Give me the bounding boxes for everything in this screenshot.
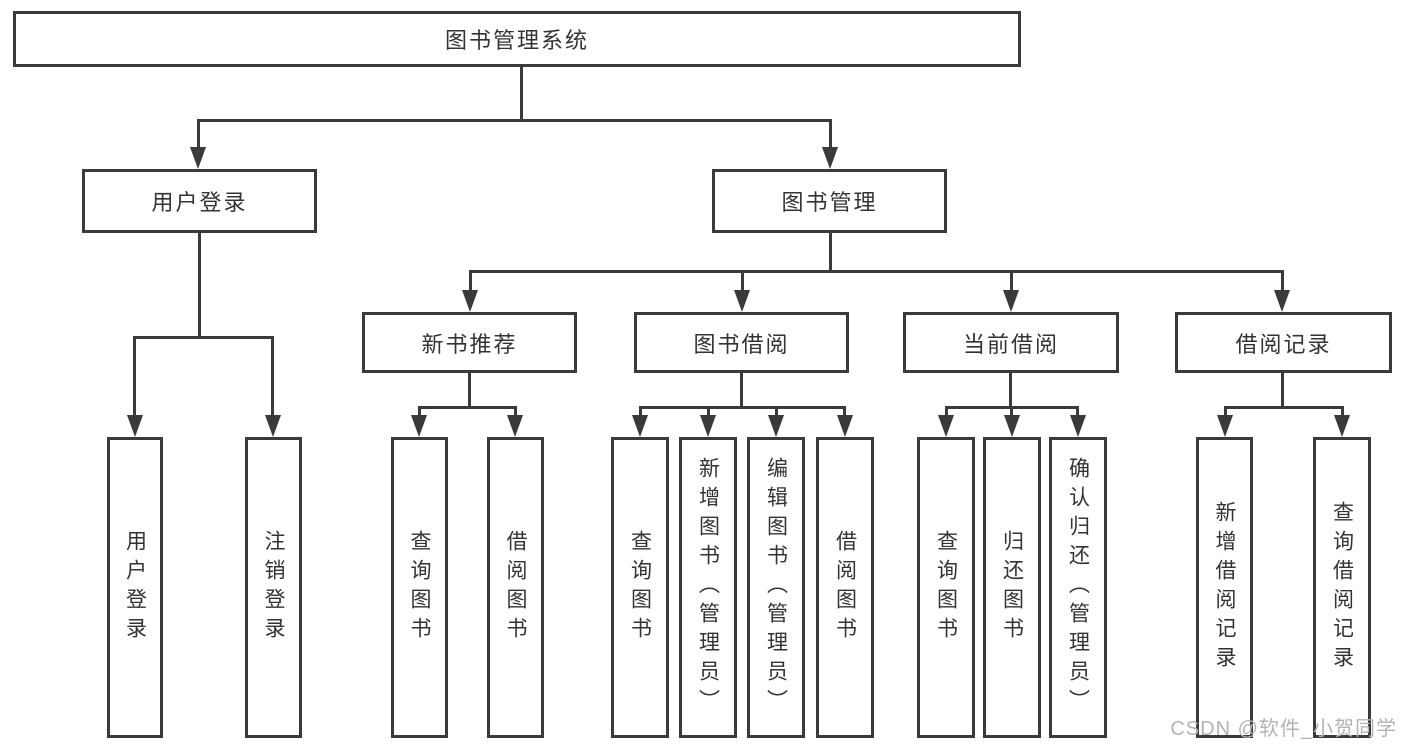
arrow-down-icon bbox=[462, 290, 478, 312]
node-label: 新书推荐 bbox=[421, 331, 518, 357]
arrow-down-icon bbox=[768, 415, 784, 437]
node-add-books-admin: 新增图书（管理员） bbox=[679, 437, 737, 738]
node-label: 用户登录 bbox=[151, 190, 248, 215]
node-edit-books-admin: 编辑图书（管理员） bbox=[747, 437, 805, 738]
connector-vline bbox=[829, 233, 832, 273]
node-current-borrowing: 当前借阅 bbox=[903, 312, 1119, 373]
node-user-login-leaf: 用户登录 bbox=[107, 437, 163, 738]
arrow-down-icon bbox=[938, 415, 954, 437]
arrow-down-icon bbox=[837, 415, 853, 437]
connector-vline bbox=[514, 406, 517, 419]
node-borrow-books: 借阅图书 bbox=[816, 437, 874, 738]
node-label: 查询图书 bbox=[408, 529, 431, 646]
node-logout: 注销登录 bbox=[245, 437, 302, 738]
node-library-management-system: 图书管理系统 bbox=[13, 11, 1021, 67]
connector-hline bbox=[418, 406, 517, 409]
node-user-login: 用户登录 bbox=[82, 169, 317, 233]
node-new-book-recommendation: 新书推荐 bbox=[362, 312, 577, 373]
node-label: 图书借阅 bbox=[693, 331, 790, 357]
node-return-books: 归还图书 bbox=[983, 437, 1041, 738]
arrow-down-icon bbox=[1274, 290, 1290, 312]
node-label: 编辑图书（管理员） bbox=[764, 457, 788, 718]
arrow-down-icon bbox=[632, 415, 648, 437]
node-add-borrow-record: 新增借阅记录 bbox=[1196, 437, 1253, 738]
node-label: 图书管理系统 bbox=[444, 28, 589, 53]
connector-hline bbox=[639, 406, 846, 409]
connector-vline bbox=[197, 119, 200, 153]
connector-vline bbox=[1281, 373, 1284, 409]
node-query-borrow-record: 查询借阅记录 bbox=[1313, 437, 1371, 738]
node-label: 新增图书（管理员） bbox=[696, 457, 720, 718]
connector-vline bbox=[1224, 406, 1227, 419]
connector-vline bbox=[843, 406, 846, 419]
connector-vline bbox=[1341, 406, 1344, 419]
connector-vline bbox=[707, 406, 710, 419]
node-label: 用户登录 bbox=[123, 529, 147, 646]
arrow-down-icon bbox=[700, 415, 716, 437]
connector-hline bbox=[198, 119, 832, 122]
connector-vline bbox=[520, 67, 523, 122]
arrow-down-icon bbox=[411, 415, 427, 437]
connector-hline bbox=[470, 270, 1284, 273]
node-label: 借阅图书 bbox=[504, 529, 527, 646]
connector-vline bbox=[1010, 406, 1013, 419]
connector-vline bbox=[639, 406, 642, 419]
node-label: 注销登录 bbox=[262, 529, 285, 646]
node-query-books-recommend: 查询图书 bbox=[391, 437, 448, 738]
arrow-down-icon bbox=[127, 415, 143, 437]
node-label: 图书管理 bbox=[781, 190, 878, 215]
arrow-down-icon bbox=[1004, 415, 1020, 437]
connector-vline bbox=[133, 336, 136, 419]
connector-vline bbox=[1009, 373, 1012, 409]
arrow-down-icon bbox=[1003, 290, 1019, 312]
arrow-down-icon bbox=[1070, 415, 1086, 437]
node-query-books-borrowing: 查询图书 bbox=[611, 437, 669, 738]
arrow-down-icon bbox=[1217, 415, 1233, 437]
connector-hline bbox=[133, 336, 274, 339]
node-borrow-books-recommend: 借阅图书 bbox=[487, 437, 544, 738]
node-label: 借阅图书 bbox=[833, 529, 857, 646]
connector-vline bbox=[1076, 406, 1079, 419]
connector-vline bbox=[1010, 270, 1013, 296]
connector-vline bbox=[1281, 270, 1284, 296]
node-label: 当前借阅 bbox=[962, 331, 1059, 357]
node-label: 新增借阅记录 bbox=[1213, 500, 1236, 675]
connector-vline bbox=[468, 373, 471, 409]
node-label: 查询图书 bbox=[934, 529, 958, 646]
connector-vline bbox=[198, 233, 201, 339]
node-book-management: 图书管理 bbox=[712, 169, 947, 233]
node-query-books-current: 查询图书 bbox=[917, 437, 975, 738]
connector-vline bbox=[418, 406, 421, 419]
node-borrowing-records: 借阅记录 bbox=[1175, 312, 1392, 373]
connector-vline bbox=[740, 373, 743, 409]
arrow-down-icon bbox=[190, 147, 206, 169]
connector-vline bbox=[469, 270, 472, 296]
connector-vline bbox=[271, 336, 274, 419]
arrow-down-icon bbox=[822, 147, 838, 169]
node-label: 归还图书 bbox=[1000, 529, 1024, 646]
arrow-down-icon bbox=[1334, 415, 1350, 437]
connector-vline bbox=[829, 119, 832, 153]
node-label: 确认归还（管理员） bbox=[1066, 457, 1090, 718]
connector-vline bbox=[775, 406, 778, 419]
node-label: 查询图书 bbox=[628, 529, 652, 646]
connector-vline bbox=[945, 406, 948, 419]
connector-vline bbox=[741, 270, 744, 296]
csdn-watermark: CSDN @软件_小贺同学 bbox=[1170, 718, 1397, 740]
node-book-borrowing: 图书借阅 bbox=[634, 312, 849, 373]
arrow-down-icon bbox=[265, 415, 281, 437]
arrow-down-icon bbox=[734, 290, 750, 312]
node-confirm-return-admin: 确认归还（管理员） bbox=[1049, 437, 1107, 738]
connector-hline bbox=[1224, 406, 1343, 409]
node-label: 借阅记录 bbox=[1235, 331, 1332, 357]
arrow-down-icon bbox=[507, 415, 523, 437]
node-label: 查询借阅记录 bbox=[1330, 500, 1354, 675]
